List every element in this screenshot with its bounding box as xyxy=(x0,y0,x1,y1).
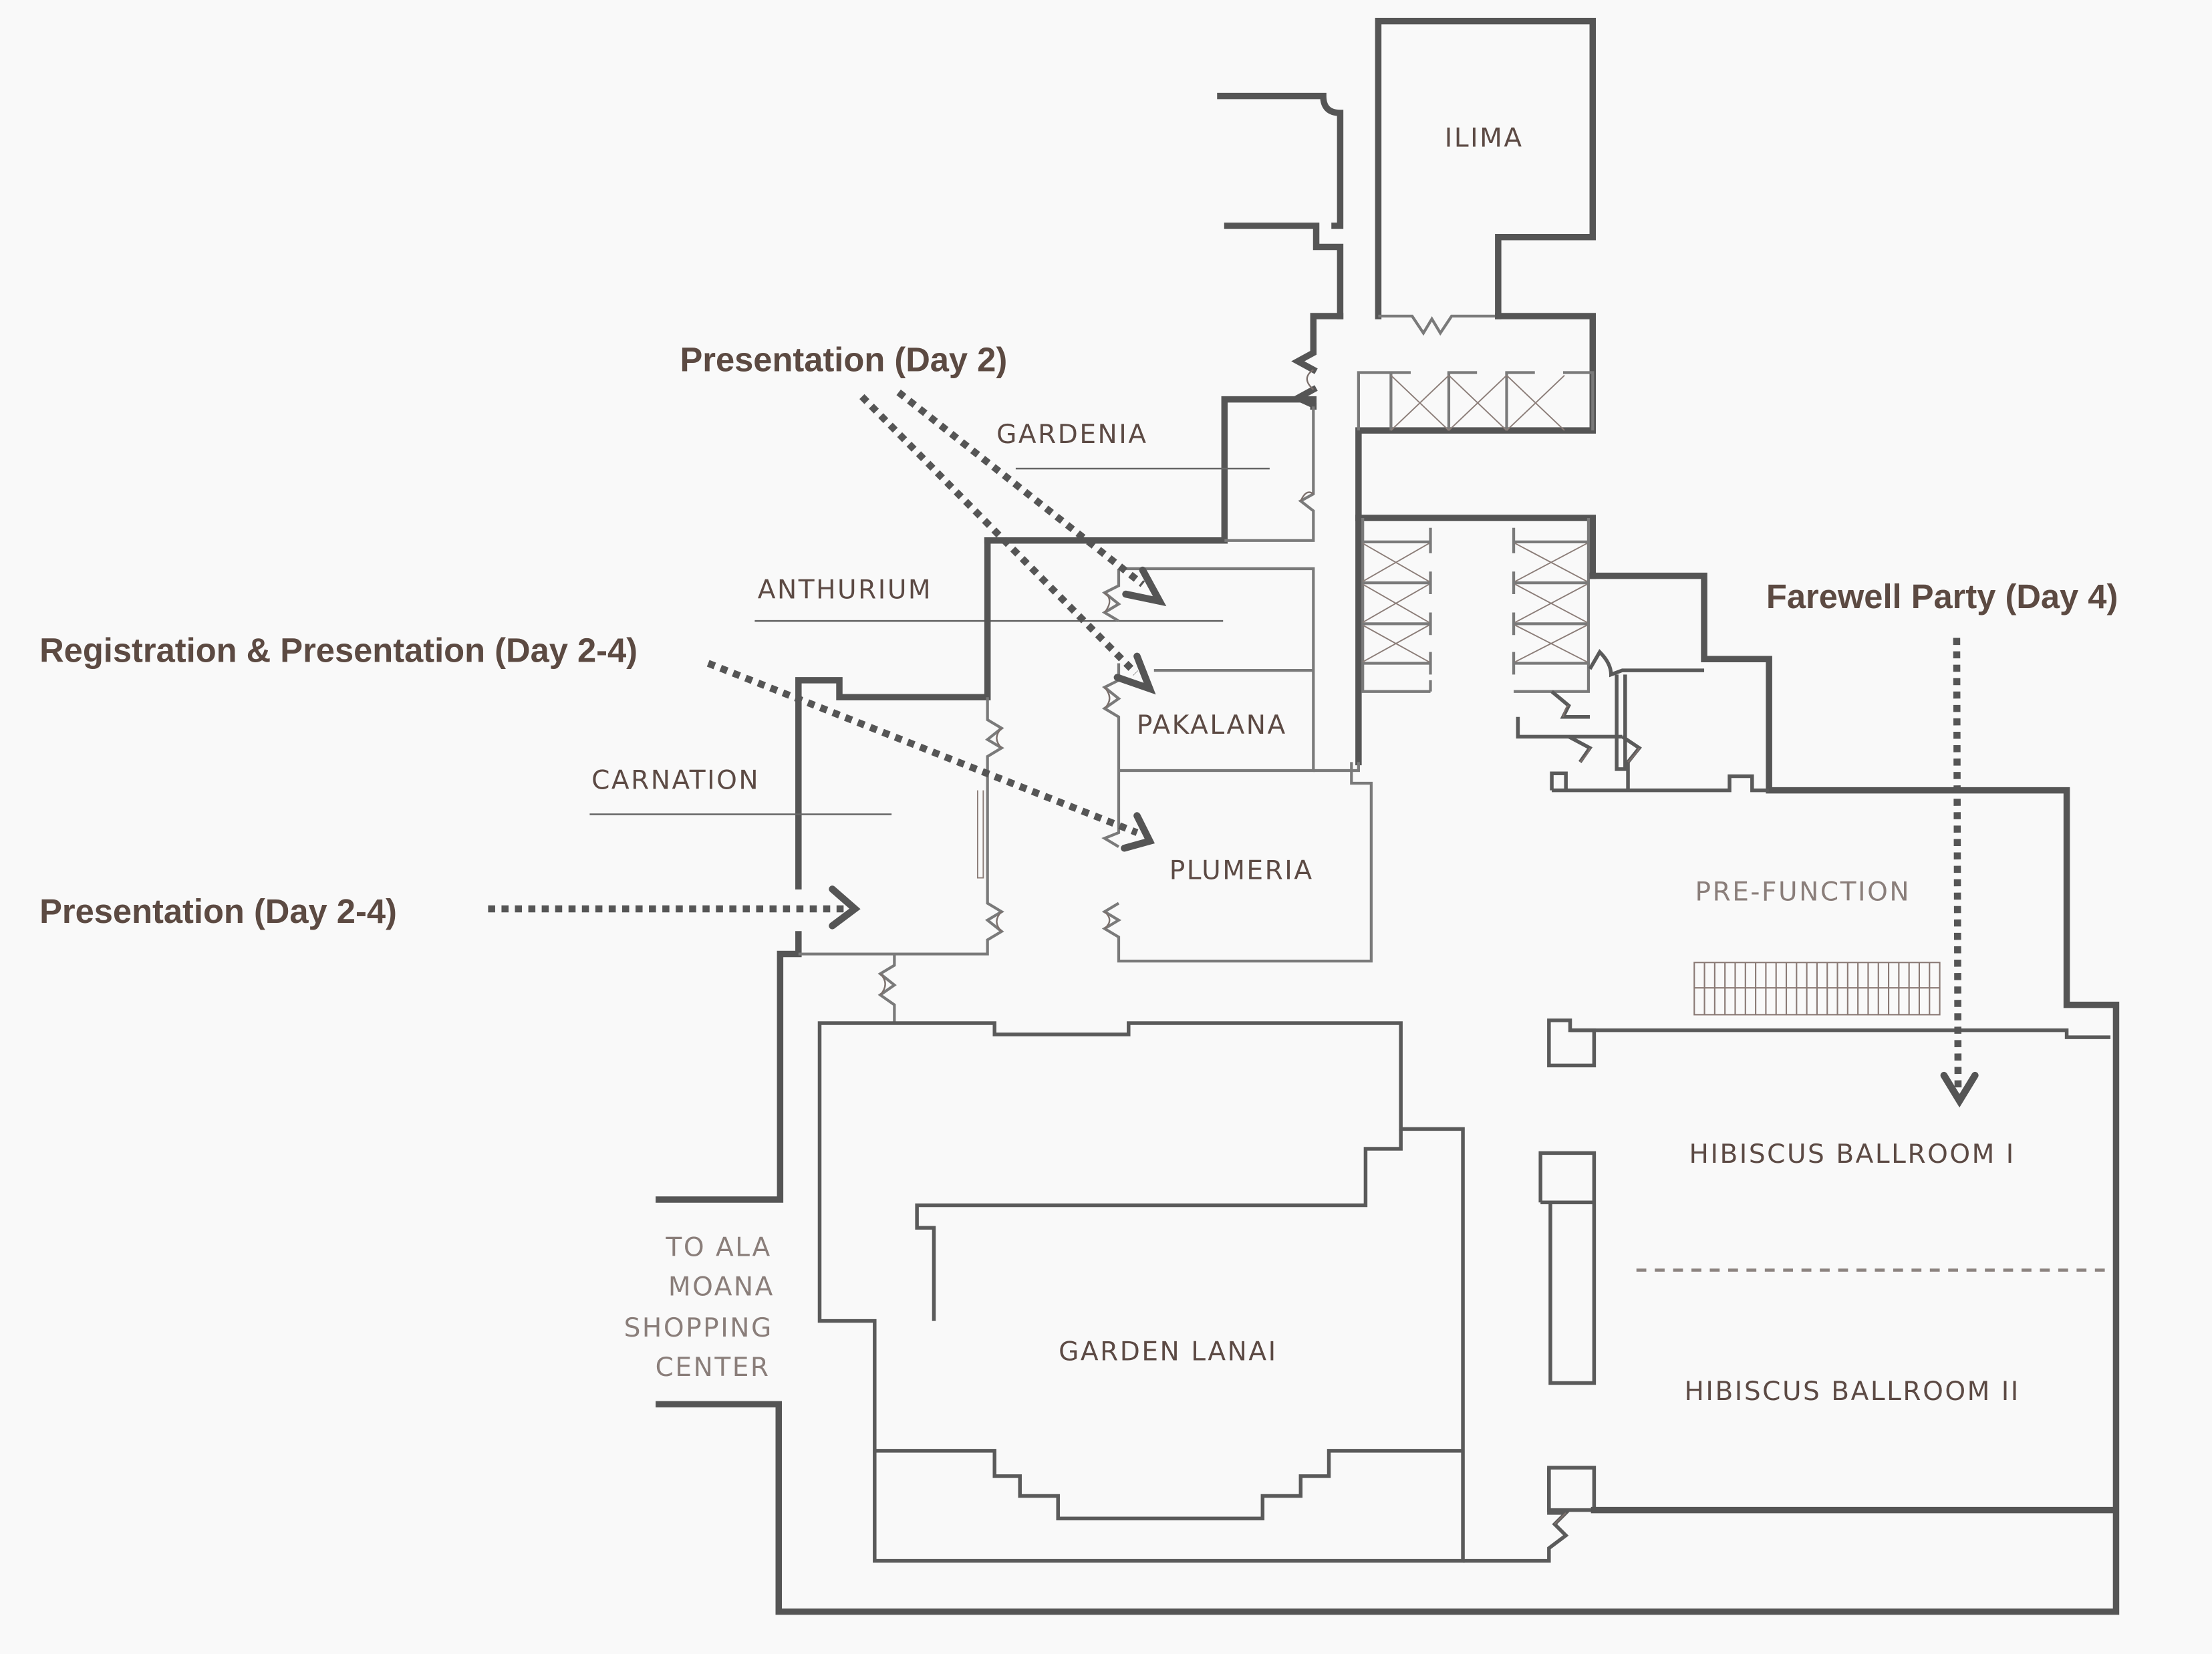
exit-label-line4: CENTER xyxy=(656,1353,771,1383)
annotation-registration: Registration & Presentation (Day 2-4) xyxy=(39,631,638,669)
room-label-pre-function: PRE-FUNCTION xyxy=(1695,877,1911,907)
elevator-bank-center xyxy=(1361,518,1591,693)
room-label-hibiscus-1: HIBISCUS BALLROOM I xyxy=(1689,1139,2016,1169)
room-label-pakalana: PAKALANA xyxy=(1137,710,1287,740)
plumeria-room xyxy=(1101,762,1373,963)
exit-label-line2: MOANA xyxy=(668,1272,775,1302)
northwest-corridor xyxy=(1217,92,1597,579)
elevator-icon xyxy=(1390,375,1565,431)
annotation-presentation-day2-4: Presentation (Day 2-4) xyxy=(39,892,397,930)
arrow-head-icon xyxy=(1122,566,1167,607)
room-label-anthurium: ANTHURIUM xyxy=(758,575,932,605)
arrow-to-hibiscus xyxy=(1940,638,1979,1108)
exit-label: TO ALA MOANA SHOPPING CENTER xyxy=(624,1232,775,1383)
arrow-to-anthurium xyxy=(896,389,1167,607)
garden-lanai xyxy=(817,1021,1570,1563)
arrow-head-icon xyxy=(829,885,861,930)
room-label-carnation: CARNATION xyxy=(591,765,760,795)
anthurium-pakalana-block xyxy=(754,567,1360,773)
room-label-hibiscus-2: HIBISCUS BALLROOM II xyxy=(1685,1377,2020,1407)
arrow-to-carnation xyxy=(488,885,861,930)
arrow-to-plumeria xyxy=(706,660,1155,852)
service-block xyxy=(656,572,2120,1615)
stairs-icon xyxy=(1693,962,1941,1016)
room-label-garden-lanai: GARDEN LANAI xyxy=(1059,1337,1278,1367)
room-label-ilima: ILIMA xyxy=(1445,124,1524,154)
arrow-head-icon xyxy=(1113,652,1156,695)
elevator-bank-north xyxy=(1357,371,1595,431)
arrow-to-pakalana xyxy=(859,394,1156,695)
exit-label-line1: TO ALA xyxy=(665,1232,771,1262)
ilima-room xyxy=(1375,17,1597,336)
hibiscus-ballroom xyxy=(1538,1018,2114,1514)
annotation-presentation-day2: Presentation (Day 2) xyxy=(680,340,1007,378)
gardenia-room xyxy=(984,396,1362,766)
carnation-room xyxy=(589,537,1004,1203)
arrow-head-icon xyxy=(1940,1071,1979,1108)
room-label-gardenia: GARDENIA xyxy=(996,420,1148,450)
arrow-head-icon xyxy=(1121,812,1155,852)
exit-label-line3: SHOPPING xyxy=(624,1313,773,1343)
room-label-plumeria: PLUMERIA xyxy=(1169,856,1314,886)
annotation-farewell: Farewell Party (Day 4) xyxy=(1766,577,2118,615)
